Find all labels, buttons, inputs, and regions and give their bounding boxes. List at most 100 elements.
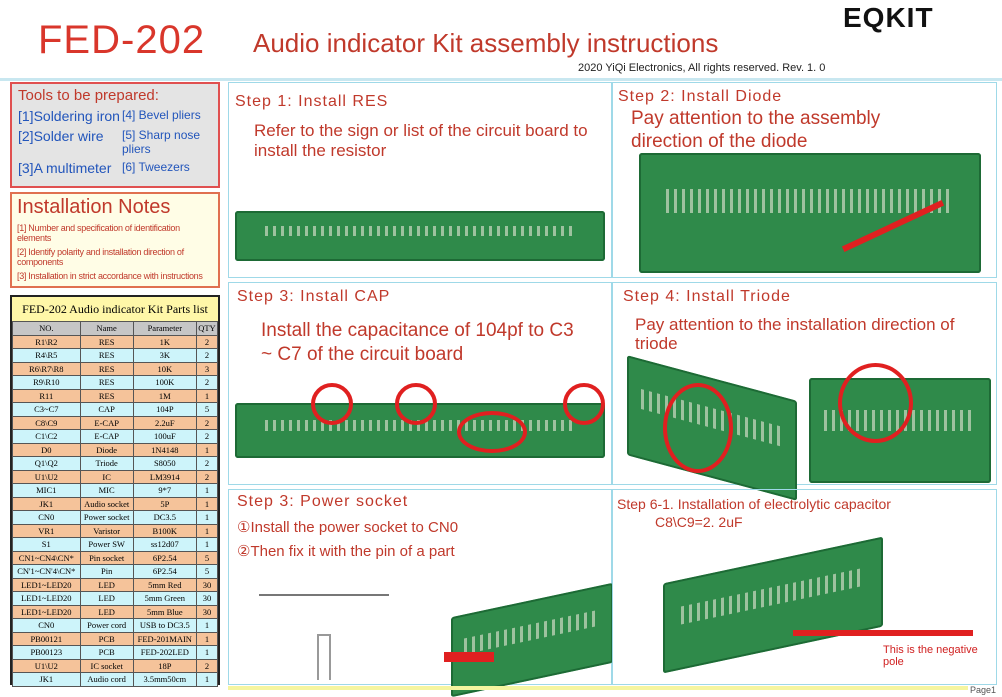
table-cell: 5mm Green [132, 591, 197, 606]
table-cell: LED [79, 604, 134, 619]
step-text-2: ②Then fix it with the pin of a part [237, 543, 455, 560]
tools-box: Tools to be prepared: [1]Soldering iron … [10, 82, 220, 188]
note-item: [1] Number and specification of identifi… [17, 223, 180, 243]
table-cell: E-CAP [79, 415, 134, 430]
table-cell: 1 [195, 672, 219, 687]
pin-image [317, 634, 331, 680]
table-cell: 10K [132, 361, 197, 376]
table-cell: 1 [195, 631, 219, 646]
table-cell: 3 [195, 361, 219, 376]
table-cell: LED [79, 577, 134, 592]
step-1-panel: Step 1: Install RES Refer to the sign or… [228, 82, 612, 278]
table-cell: 104P [132, 402, 197, 417]
step-6-panel: Step 6-1. Installation of electrolytic c… [612, 489, 997, 685]
table-cell: IC [79, 469, 134, 484]
brand-logo: EQKIT [843, 2, 934, 33]
table-cell: 100K [132, 375, 197, 390]
table-cell: 1 [195, 388, 219, 403]
table-cell: U1\U2 [12, 658, 81, 673]
pin-image [259, 594, 389, 596]
col-header: NO. [12, 321, 81, 336]
page-subtitle: Audio indicator Kit assembly instruction… [253, 28, 719, 58]
step-title: Step 3: Install CAP [237, 288, 391, 305]
table-cell: C8\C9 [12, 415, 81, 430]
step-title: Step 1: Install RES [235, 93, 389, 110]
table-cell: Triode [79, 456, 134, 471]
table-cell: 5mm Red [132, 577, 197, 592]
table-cell: 6P2.54 [132, 550, 197, 565]
table-cell: 1 [195, 442, 219, 457]
table-cell: CN1~CN4\CN* [12, 550, 81, 565]
note-item: [2] Identify polarity and installation d… [17, 247, 184, 267]
table-cell: U1\U2 [12, 469, 81, 484]
step-4-panel: Step 4: Install Triode Pay attention to … [612, 282, 997, 501]
table-cell: Power SW [79, 537, 134, 552]
parts-title: FED-202 Audio indicator Kit Parts list [12, 297, 218, 321]
table-cell: CN0 [12, 510, 81, 525]
table-cell: IC socket [79, 658, 134, 673]
step-text: Pay attention to the installation direct… [635, 315, 955, 353]
page-title: FED-202 [38, 18, 206, 62]
table-cell: Varistor [79, 523, 134, 538]
step-title: Step 6-1. Installation of electrolytic c… [617, 496, 891, 512]
table-cell: 1 [195, 645, 219, 660]
table-cell: RES [79, 361, 134, 376]
table-cell: 5 [195, 564, 219, 579]
highlight-circle [457, 411, 527, 453]
table-cell: 1 [195, 483, 219, 498]
table-cell: 5mm Blue [132, 604, 197, 619]
note-item: [3] Installation in strict accordance wi… [17, 271, 203, 281]
parts-list: FED-202 Audio indicator Kit Parts list N… [10, 295, 220, 687]
table-cell: E-CAP [79, 429, 134, 444]
step-5-panel: Step 3: Power socket ①Install the power … [228, 489, 613, 697]
step-text: C8\C9=2. 2uF [655, 514, 743, 530]
table-cell: Power cord [79, 618, 134, 633]
table-cell: 3.5mm50cm [132, 672, 197, 687]
tool-item: [2]Solder wire [18, 128, 104, 144]
table-cell: 5 [195, 402, 219, 417]
step-text: Refer to the sign or list of the circuit… [254, 121, 588, 160]
table-cell: MIC1 [12, 483, 81, 498]
col-header: Name [79, 321, 134, 336]
table-cell: Power socket [79, 510, 134, 525]
pcb-image [663, 536, 883, 674]
table-cell: R1\R2 [12, 334, 81, 349]
table-cell: CAP [79, 402, 134, 417]
table-cell: PB00123 [12, 645, 81, 660]
table-cell: 1 [195, 510, 219, 525]
table-cell: 9*7 [132, 483, 197, 498]
table-cell: 30 [195, 591, 219, 606]
table-cell: 30 [195, 577, 219, 592]
table-cell: C3~C7 [12, 402, 81, 417]
table-cell: 2 [195, 456, 219, 471]
table-cell: ss12d07 [132, 537, 197, 552]
table-cell: RES [79, 334, 134, 349]
table-cell: 30 [195, 604, 219, 619]
page-number: Page1 [970, 685, 997, 695]
table-cell: R6\R7\R8 [12, 361, 81, 376]
table-cell: 100uF [132, 429, 197, 444]
table-cell: 1 [195, 523, 219, 538]
tool-item: [1]Soldering iron [18, 108, 120, 124]
table-cell: Q1\Q2 [12, 456, 81, 471]
table-cell: 1M [132, 388, 197, 403]
table-cell: JK1 [12, 672, 81, 687]
table-cell: C1\C2 [12, 429, 81, 444]
step-2-panel: Step 2: Install Diode Pay attention to t… [612, 82, 997, 278]
